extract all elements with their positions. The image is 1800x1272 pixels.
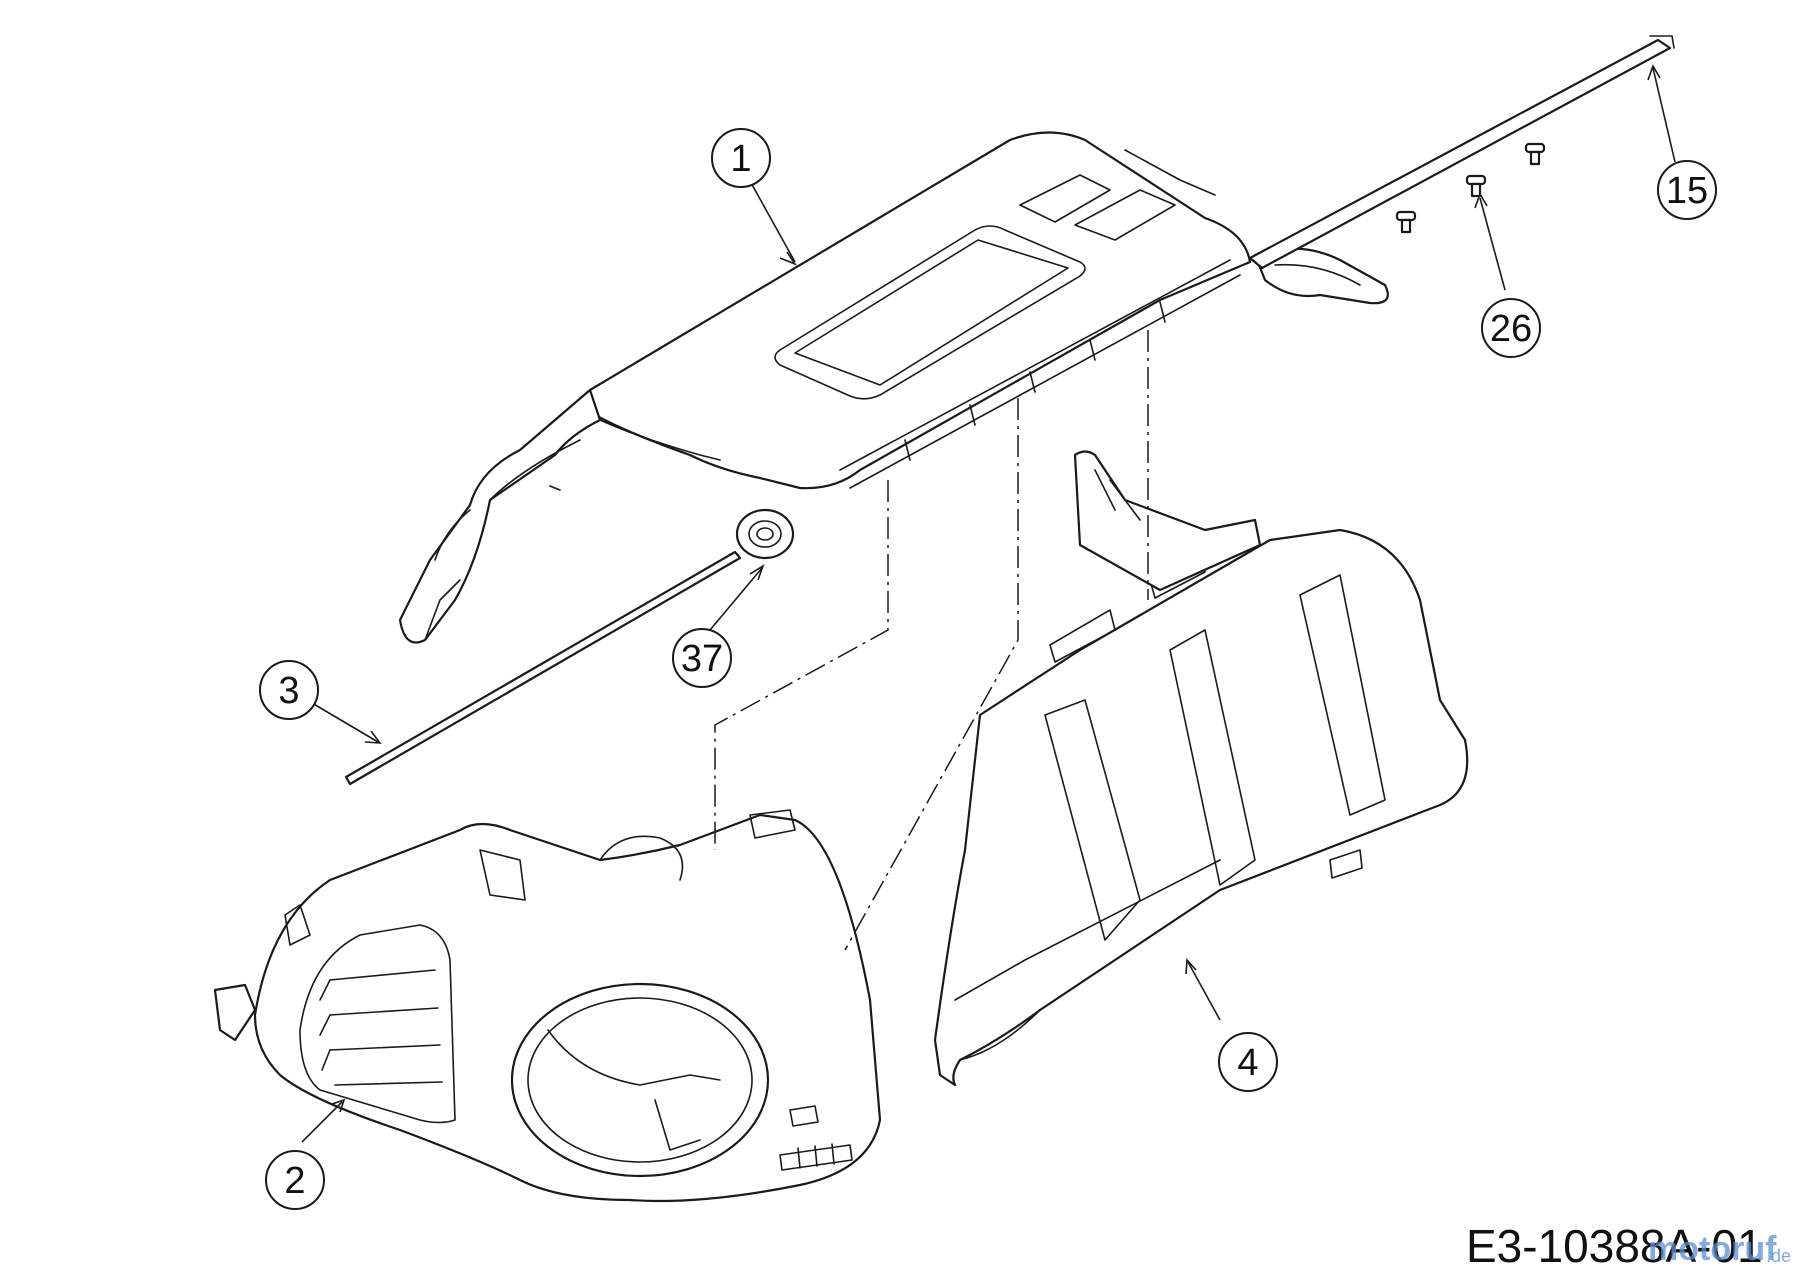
part-2-front-housing[interactable] xyxy=(213,809,882,1203)
leader-lines xyxy=(301,64,1676,1143)
callout-3-label: 3 xyxy=(278,670,299,712)
callout-4-label: 4 xyxy=(1237,1042,1258,1084)
callout-26: 26 xyxy=(1481,298,1541,358)
part-1-upper-cover[interactable] xyxy=(398,131,1389,644)
part-26-screws[interactable] xyxy=(1395,142,1546,234)
watermark: motoruf xyxy=(1648,1230,1777,1268)
callout-37: 37 xyxy=(672,628,732,688)
part-3-rod[interactable] xyxy=(344,550,742,786)
watermark-suffix: .de xyxy=(1766,1246,1791,1266)
callout-1: 1 xyxy=(711,128,771,188)
callout-2-label: 2 xyxy=(284,1160,305,1202)
assembly-lines xyxy=(714,330,1149,951)
callout-15-label: 15 xyxy=(1666,170,1708,212)
part-4-side-panel[interactable] xyxy=(933,450,1469,1087)
callout-15: 15 xyxy=(1657,160,1717,220)
callout-1-label: 1 xyxy=(730,138,751,180)
part-15-rod[interactable] xyxy=(1248,35,1675,270)
callout-4: 4 xyxy=(1218,1032,1278,1092)
callout-37-label: 37 xyxy=(681,638,723,680)
part-37-grommet[interactable] xyxy=(735,508,795,560)
callout-26-label: 26 xyxy=(1490,308,1532,350)
reference-code: E3-10388A-01 xyxy=(1466,1220,1763,1272)
callout-2: 2 xyxy=(265,1150,325,1210)
callout-3: 3 xyxy=(259,660,319,720)
